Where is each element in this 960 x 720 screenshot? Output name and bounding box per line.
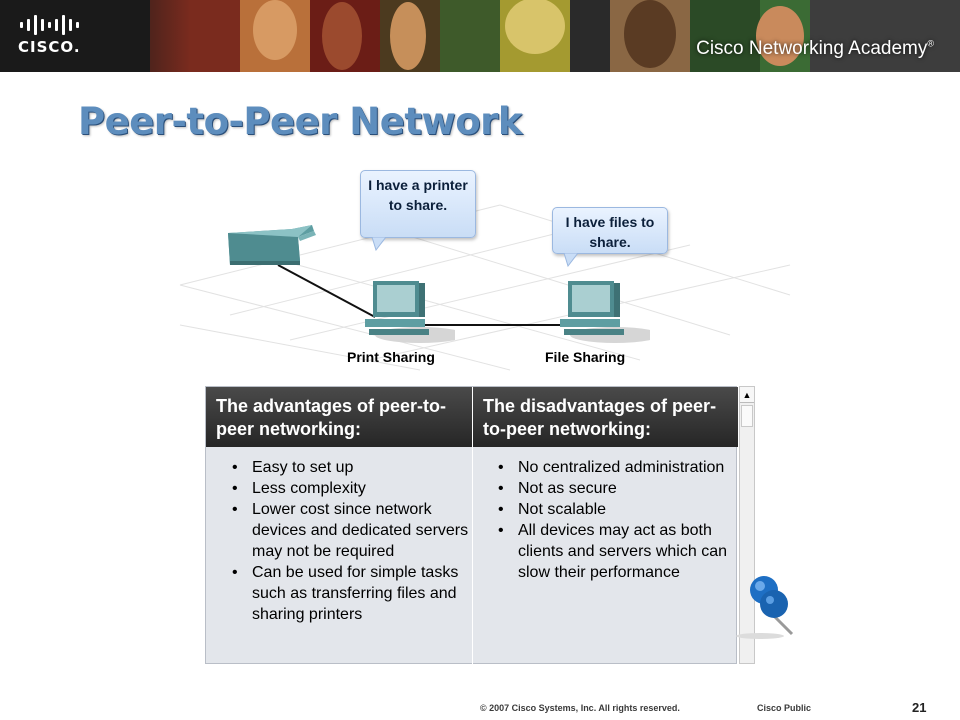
cisco-logo-icon: [20, 14, 88, 36]
speech-bubble-files: I have files to share.: [552, 207, 668, 254]
speech-bubble-printer: I have a printer to share.: [360, 170, 476, 238]
list-item: Not scalable: [496, 499, 736, 520]
computer-icon: [560, 281, 650, 343]
file-sharing-label: File Sharing: [545, 349, 626, 365]
banner-fade: [100, 0, 190, 72]
cisco-logo-text: CISCO.: [18, 38, 81, 56]
scroll-up-arrow-icon[interactable]: ▲: [740, 387, 754, 403]
print-sharing-label: Print Sharing: [347, 349, 435, 365]
classification-text: Cisco Public: [757, 703, 812, 713]
speech-bubble-tail: [371, 237, 387, 251]
list-item: Easy to set up: [230, 457, 470, 478]
copyright-text: © 2007 Cisco Systems, Inc. All rights re…: [480, 703, 680, 713]
list-item: Can be used for simple tasks such as tra…: [230, 562, 470, 625]
academy-text: Cisco Networking Academy: [696, 38, 928, 59]
advantages-list: Easy to set up Less complexity Lower cos…: [230, 457, 470, 625]
scroll-thumb[interactable]: [741, 405, 753, 427]
computer-icon: [365, 281, 455, 343]
disadvantages-list: No centralized administration Not as sec…: [496, 457, 736, 583]
bubble-files-text: I have files to share.: [565, 214, 655, 250]
table-body[interactable]: The advantages of peer-to-peer networkin…: [205, 386, 738, 665]
comparison-table: The advantages of peer-to-peer networkin…: [205, 386, 755, 665]
disadvantages-header: The disadvantages of peer-to-peer networ…: [473, 387, 738, 447]
column-divider: [472, 387, 473, 665]
registered-mark: ®: [927, 38, 934, 49]
academy-brand: Cisco Networking Academy®: [696, 38, 934, 60]
printer-icon: [228, 225, 316, 265]
network-diagram: I have a printer to share. I have files …: [170, 165, 810, 375]
list-item: Lower cost since network devices and ded…: [230, 499, 470, 562]
bubble-printer-text: I have a printer to share.: [368, 177, 468, 213]
slide-title: Peer-to-Peer Network: [78, 100, 523, 143]
page-number: 21: [912, 700, 927, 715]
header-banner: CISCO. Cisco Networking Academy®: [0, 0, 960, 72]
speech-bubble-tail: [563, 253, 579, 267]
cisco-logo: CISCO.: [18, 14, 88, 58]
people-photo-strip: [150, 0, 960, 72]
list-item: Not as secure: [496, 478, 736, 499]
list-item: All devices may act as both clients and …: [496, 520, 736, 583]
list-item: No centralized administration: [496, 457, 736, 478]
list-item: Less complexity: [230, 478, 470, 499]
pushpin-icon: [736, 576, 794, 639]
advantages-header: The advantages of peer-to-peer networkin…: [206, 387, 472, 447]
